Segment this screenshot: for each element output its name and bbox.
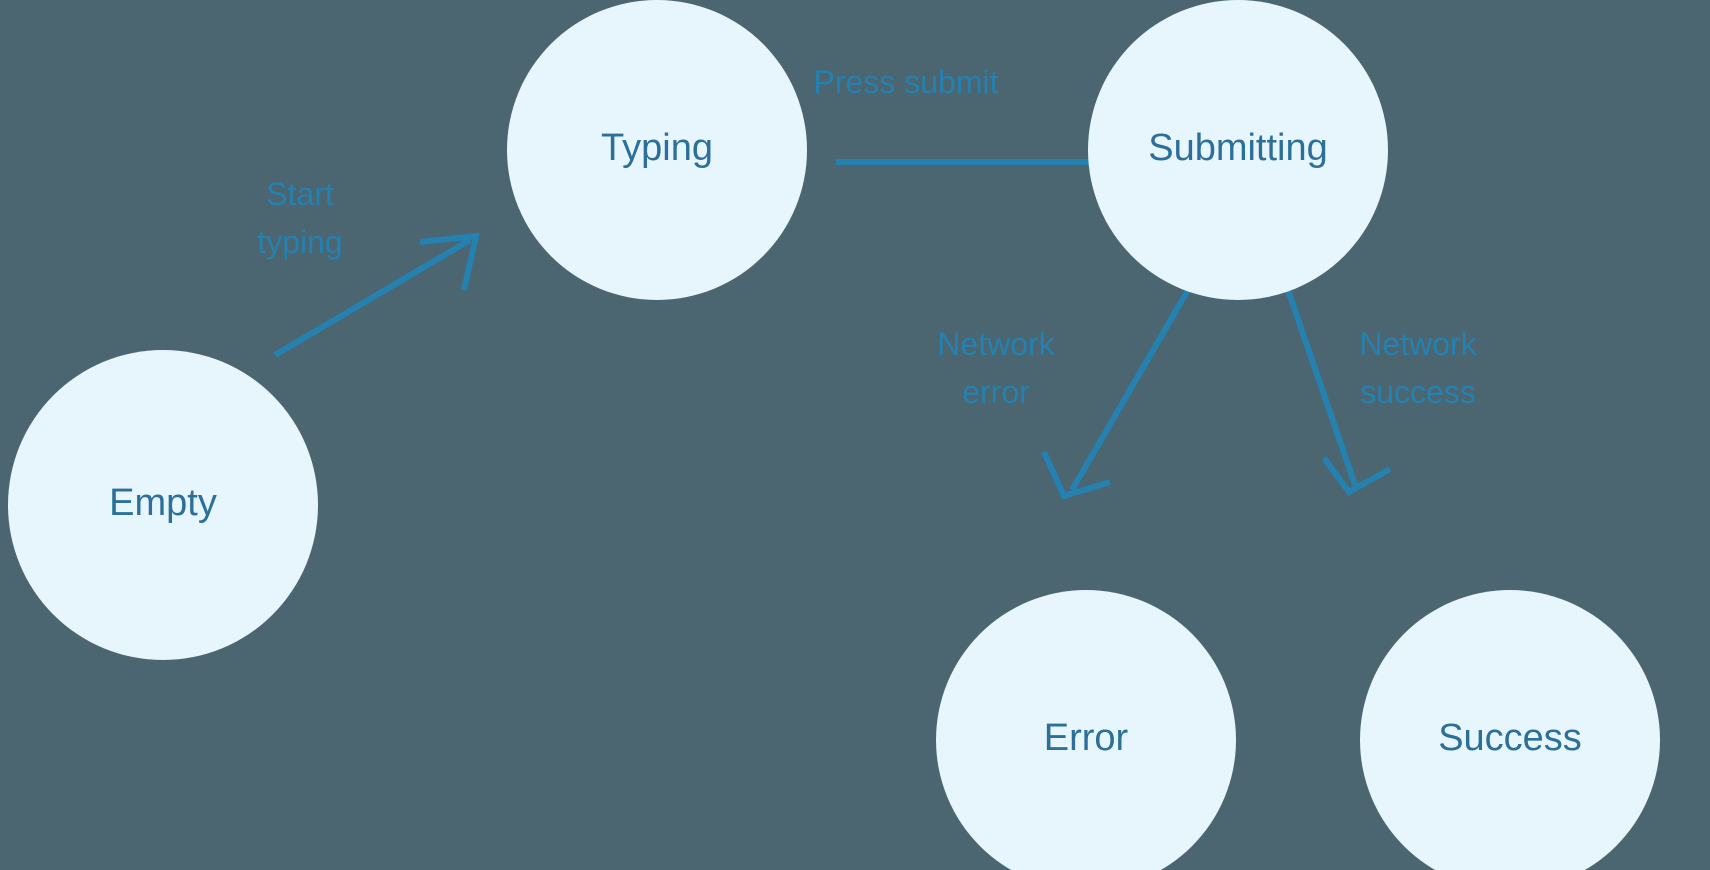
edge-label-submitting-to-success: Network success xyxy=(1359,326,1477,410)
node-error[interactable]: Error xyxy=(936,590,1236,870)
node-typing-circle[interactable] xyxy=(507,0,807,300)
arrowhead-empty-to-typing xyxy=(419,232,480,291)
edge-label-network-error-line2: error xyxy=(962,374,1030,410)
node-submitting[interactable]: Submitting xyxy=(1088,0,1388,300)
node-typing-label: Typing xyxy=(601,127,713,169)
edge-submitting-to-success xyxy=(1285,289,1392,496)
node-empty-label: Empty xyxy=(109,482,217,524)
node-error-circle[interactable] xyxy=(936,590,1236,870)
arrowhead-submitting-to-success xyxy=(1321,456,1392,496)
node-submitting-label: Submitting xyxy=(1148,127,1328,169)
edge-label-typing-to-submitting: Press submit xyxy=(814,64,999,100)
node-success-label: Success xyxy=(1438,717,1582,759)
edge-label-press-submit-line1: Press submit xyxy=(814,64,999,100)
edge-line-submitting-to-error xyxy=(1069,288,1191,492)
node-error-label: Error xyxy=(1044,717,1129,759)
edge-submitting-to-error xyxy=(1041,288,1191,500)
edge-label-network-error-line1: Network xyxy=(937,326,1055,362)
edge-line-empty-to-typing xyxy=(273,237,472,358)
node-empty-circle[interactable] xyxy=(8,350,318,660)
edge-empty-to-typing xyxy=(273,232,480,358)
node-success[interactable]: Success xyxy=(1360,590,1660,870)
edge-label-start-typing-line2: typing xyxy=(257,224,342,260)
edge-label-network-success-line1: Network xyxy=(1359,326,1477,362)
edge-line-submitting-to-success xyxy=(1285,289,1358,486)
edge-label-start-typing-line1: Start xyxy=(266,176,334,212)
node-typing[interactable]: Typing xyxy=(507,0,807,300)
edge-label-submitting-to-error: Network error xyxy=(937,326,1055,410)
node-submitting-circle[interactable] xyxy=(1088,0,1388,300)
edge-label-empty-to-typing: Start typing xyxy=(257,176,342,260)
arrowhead-submitting-to-error xyxy=(1041,450,1111,500)
edge-label-network-success-line2: success xyxy=(1360,374,1476,410)
node-empty[interactable]: Empty xyxy=(8,350,318,660)
node-success-circle[interactable] xyxy=(1360,590,1660,870)
